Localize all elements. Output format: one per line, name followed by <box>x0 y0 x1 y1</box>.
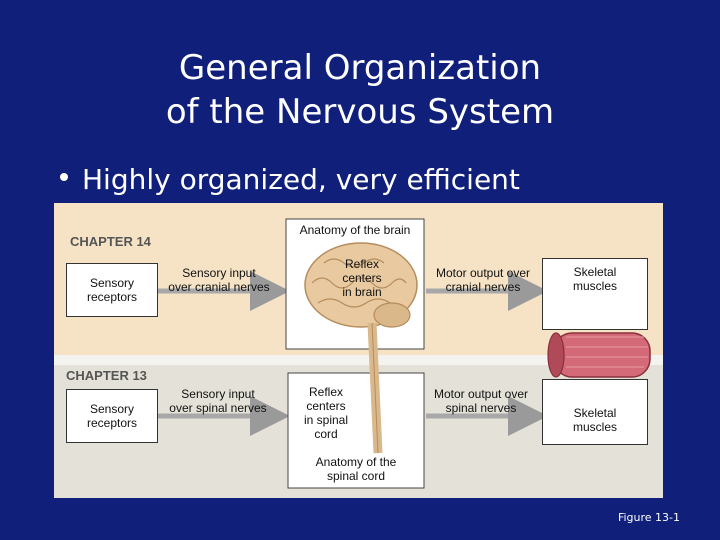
skeletal-muscles-top-box: Skeletal muscles <box>542 258 648 330</box>
sensory-receptors-top-box: Sensory receptors <box>66 263 158 317</box>
sensory-input-top-line1: Sensory input <box>182 266 256 280</box>
motor-output-top-line2: cranial nerves <box>445 280 521 294</box>
slide-title: General Organization of the Nervous Syst… <box>0 46 720 134</box>
chapter-14-label: CHAPTER 14 <box>70 234 151 249</box>
sensory-receptors-bottom-line2: receptors <box>86 416 138 430</box>
anatomy-spinal-line1: Anatomy of the <box>315 455 397 469</box>
reflex-brain-line2: centers <box>342 271 382 285</box>
reflex-spinal-line3: in spinal <box>303 413 349 427</box>
reflex-spinal-line1: Reflex <box>308 385 343 399</box>
bullet-item: Highly organized, very efficient <box>60 162 520 198</box>
sensory-receptors-top-line1: Sensory <box>89 276 135 290</box>
sensory-input-bottom-line2: over spinal nerves <box>169 401 267 415</box>
reflex-brain-label: Reflex centers in brain <box>324 257 400 299</box>
reflex-brain-line3: in brain <box>342 285 382 299</box>
sensory-input-bottom-label: Sensory input over spinal nerves <box>156 387 280 415</box>
chapter-13-label: CHAPTER 13 <box>66 368 147 383</box>
motor-output-top-line1: Motor output over <box>435 266 531 280</box>
sensory-receptors-bottom-box: Sensory receptors <box>66 389 158 443</box>
title-line-2: of the Nervous System <box>165 92 555 132</box>
anatomy-spinal-line2: spinal cord <box>326 469 386 483</box>
title-line-1: General Organization <box>178 48 542 88</box>
bullet-icon <box>60 173 68 181</box>
sensory-input-bottom-line1: Sensory input <box>181 387 255 401</box>
anatomy-spinal-label: Anatomy of the spinal cord <box>294 455 418 483</box>
skeletal-bottom-line2: muscles <box>572 420 617 434</box>
motor-output-bottom-line2: spinal nerves <box>445 401 517 415</box>
bullet-text: Highly organized, very efficient <box>82 163 520 196</box>
motor-output-bottom-label: Motor output over spinal nerves <box>424 387 538 415</box>
band-divider <box>54 355 663 365</box>
skeletal-muscles-bottom-box: Skeletal muscles <box>542 379 648 445</box>
skeletal-top-line2: muscles <box>572 279 617 293</box>
spinal-cord-box <box>287 372 425 489</box>
sensory-input-top-line2: over cranial nerves <box>168 280 270 294</box>
anatomy-brain-label: Anatomy of the brain <box>299 223 411 237</box>
figure-caption: Figure 13-1 <box>617 511 680 524</box>
brain-icon <box>304 242 418 328</box>
reflex-spinal-line2: centers <box>306 399 346 413</box>
motor-output-bottom-line1: Motor output over <box>433 387 529 401</box>
sensory-receptors-bottom-line1: Sensory <box>89 402 135 416</box>
sensory-receptors-top-line2: receptors <box>86 290 138 304</box>
skeletal-bottom-line1: Skeletal <box>573 406 617 420</box>
reflex-spinal-label: Reflex centers in spinal cord <box>290 385 362 441</box>
sensory-input-top-label: Sensory input over cranial nerves <box>160 266 278 294</box>
skeletal-top-line1: Skeletal <box>573 265 617 279</box>
nervous-system-figure: CHAPTER 14 CHAPTER 13 <box>54 203 663 498</box>
reflex-spinal-line4: cord <box>314 427 338 441</box>
reflex-brain-line1: Reflex <box>344 257 379 271</box>
skeletal-muscle-icon <box>547 332 651 378</box>
motor-output-top-label: Motor output over cranial nerves <box>426 266 540 294</box>
diagram-graphics <box>158 218 651 489</box>
